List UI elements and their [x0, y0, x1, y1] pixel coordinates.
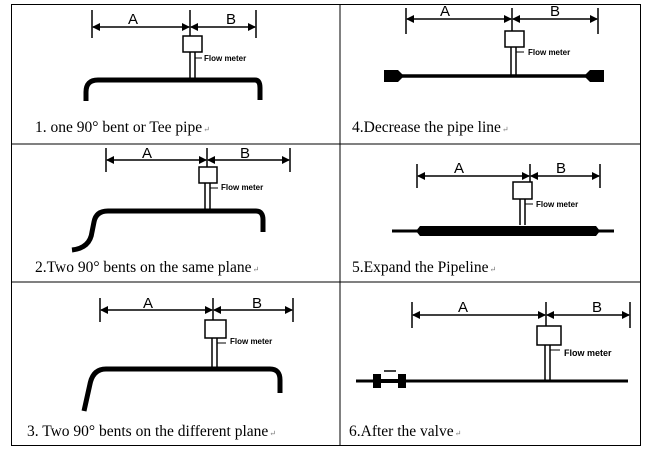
paragraph-mark: ↵ — [454, 429, 462, 438]
label-b: B — [226, 11, 236, 28]
caption-6: 6.After the valve↵ — [349, 423, 461, 441]
flow-meter-box — [198, 166, 218, 184]
flow-meter-label: Flow meter — [528, 48, 570, 57]
caption-text: 4.Decrease the pipe line — [352, 119, 501, 136]
caption-1: 1. one 90° bent or Tee pipe↵ — [35, 119, 210, 137]
flow-meter-box — [204, 319, 227, 339]
label-a: A — [440, 3, 450, 20]
label-b: B — [240, 145, 250, 162]
pipe-expanded — [416, 226, 600, 236]
pipe — [81, 366, 283, 412]
flow-meter-label: Flow meter — [221, 183, 263, 192]
cell-1-diagram — [83, 10, 263, 101]
label-a: A — [142, 145, 152, 162]
paragraph-mark: ↵ — [489, 265, 497, 274]
caption-text: 2.Two 90° bents on the same plane — [35, 259, 252, 276]
flow-meter-box — [504, 30, 525, 48]
paragraph-mark: ↵ — [269, 429, 276, 438]
valve-flange-left — [373, 374, 381, 388]
label-b: B — [550, 3, 560, 20]
caption-text: 3. Two 90° bents on the different plane — [27, 423, 269, 440]
flow-meter-label: Flow meter — [204, 54, 246, 63]
label-a: A — [128, 11, 138, 28]
label-a: A — [143, 295, 153, 312]
flow-meter-box — [182, 35, 203, 53]
pipe-end-right — [584, 70, 604, 82]
paragraph-mark: ↵ — [252, 265, 260, 274]
caption-text: 6.After the valve — [349, 423, 454, 440]
label-b: B — [252, 295, 262, 312]
label-b: B — [556, 160, 566, 177]
cell-3-diagram — [81, 298, 294, 412]
cell-6-diagram — [356, 302, 631, 388]
caption-4: 4.Decrease the pipe line↵ — [352, 119, 509, 137]
pipe — [83, 77, 263, 101]
diagram-table — [11, 4, 641, 446]
paragraph-mark: ↵ — [501, 125, 509, 134]
flow-meter-label: Flow meter — [564, 348, 612, 358]
flow-meter-label: Flow meter — [230, 337, 272, 346]
caption-text: 1. one 90° bent or Tee pipe — [35, 119, 203, 136]
label-a: A — [454, 160, 464, 177]
cell-2-diagram — [71, 148, 291, 253]
label-a: A — [458, 299, 468, 316]
caption-text: 5.Expand the Pipeline — [352, 259, 489, 276]
pipe — [71, 208, 266, 253]
flow-meter-box — [536, 325, 562, 346]
label-b: B — [592, 299, 602, 316]
caption-3: 3. Two 90° bents on the different plane↵ — [27, 423, 276, 441]
pipe-end-left — [384, 70, 404, 82]
flow-meter-box — [512, 181, 533, 200]
flow-meter-label: Flow meter — [536, 200, 578, 209]
caption-2: 2.Two 90° bents on the same plane↵ — [35, 259, 259, 277]
valve-flange-right — [398, 374, 406, 388]
caption-5: 5.Expand the Pipeline↵ — [352, 259, 496, 277]
table-lines — [11, 4, 641, 446]
paragraph-mark: ↵ — [203, 125, 210, 134]
cell-5-diagram — [392, 164, 614, 236]
cell-4-diagram — [384, 8, 604, 82]
